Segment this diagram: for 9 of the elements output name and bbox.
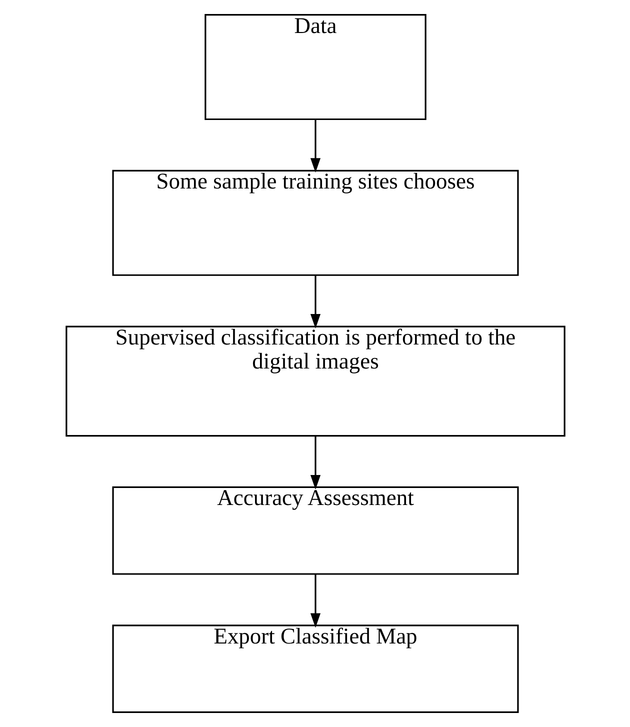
arrow bbox=[310, 574, 320, 628]
node-box: Export Classified Map bbox=[112, 624, 518, 713]
node-box: Some sample training sites chooses bbox=[112, 170, 518, 276]
node-box: Accuracy Assessment bbox=[112, 486, 518, 575]
arrow bbox=[310, 119, 320, 173]
node-box: Data bbox=[204, 14, 426, 120]
node-box: Supervised classification is performed to the digital images bbox=[65, 326, 565, 437]
arrow bbox=[310, 275, 320, 328]
arrow bbox=[310, 436, 320, 490]
